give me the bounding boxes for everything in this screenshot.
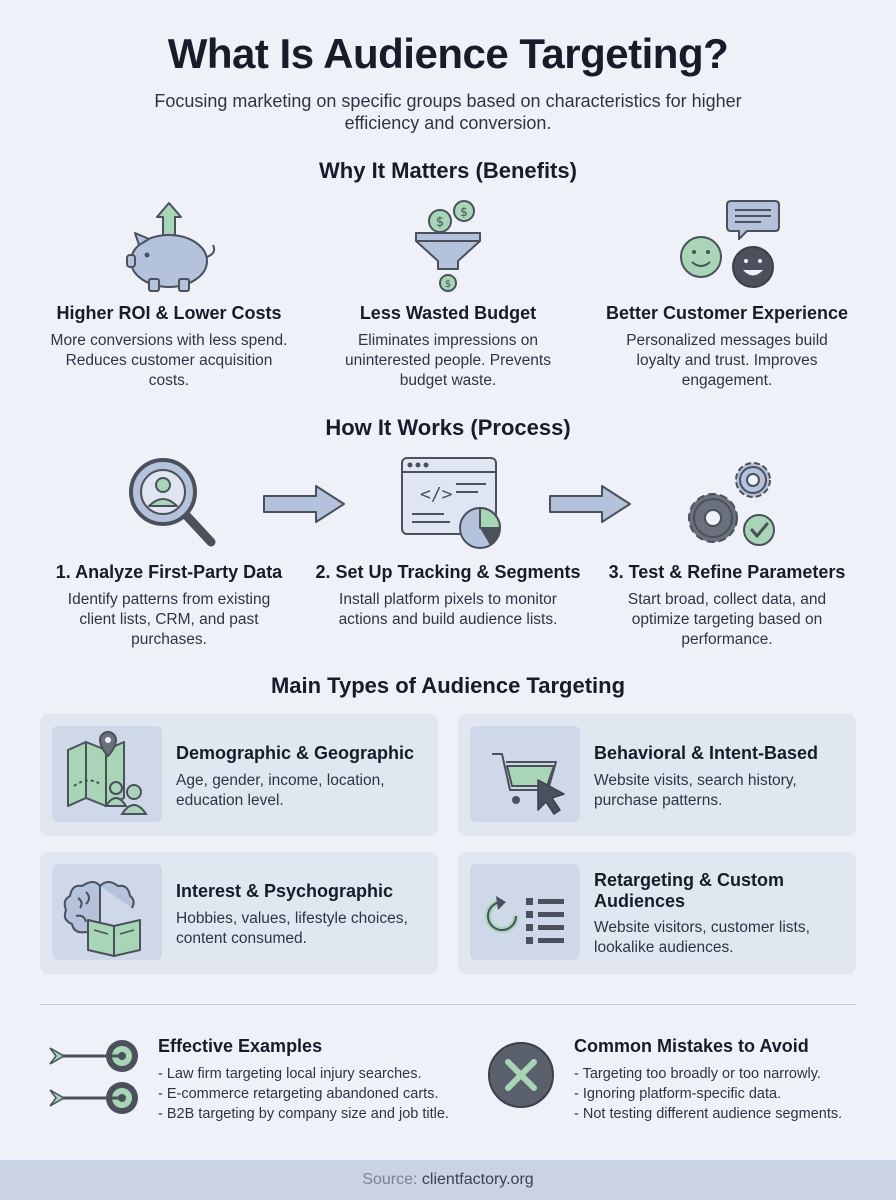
type-card-desc: Website visitors, customer lists, lookal… <box>594 919 810 956</box>
benefit-title: Higher ROI & Lower Costs <box>56 303 282 323</box>
close-circle-icon <box>486 1040 556 1110</box>
arrow-right-icon <box>262 484 346 524</box>
process-heading: How It Works (Process) <box>325 415 571 440</box>
type-card: Demographic & Geographic Age, gender, in… <box>40 714 438 836</box>
process-step-desc: Install platform pixels to monitor actio… <box>338 591 558 628</box>
piggy-bank-icon <box>99 195 239 295</box>
list-item: - B2B targeting by company size and job … <box>158 1106 449 1122</box>
footer-bar: Source: clientfactory.org <box>0 1160 896 1200</box>
svg-text:$: $ <box>445 279 451 290</box>
mistakes-title: Common Mistakes to Avoid <box>574 1036 809 1056</box>
refresh-list-icon <box>470 864 580 960</box>
code-window-chart-icon: </> <box>378 452 518 552</box>
process-step-desc: Identify patterns from existing client l… <box>67 591 271 648</box>
benefits-heading: Why It Matters (Benefits) <box>319 158 577 183</box>
benefit-desc: Eliminates impressions on uninterested p… <box>345 332 551 389</box>
process-step-title: 2. Set Up Tracking & Segments <box>315 562 581 582</box>
type-card-desc: Hobbies, values, lifestyle choices, cont… <box>176 910 408 947</box>
source-link[interactable]: clientfactory.org <box>421 1171 534 1188</box>
page-title: What Is Audience Targeting? <box>167 30 729 77</box>
benefit-desc: Personalized messages build loyalty and … <box>626 332 828 389</box>
arrow-right-icon <box>548 484 632 524</box>
svg-text:$: $ <box>460 205 468 219</box>
svg-text:$: $ <box>436 215 444 230</box>
examples-title: Effective Examples <box>158 1036 323 1056</box>
type-card-title: Behavioral & Intent-Based <box>594 743 819 763</box>
types-heading: Main Types of Audience Targeting <box>270 673 626 698</box>
svg-text:</>: </> <box>420 484 453 505</box>
gears-check-icon <box>657 452 797 552</box>
brain-book-icon <box>52 864 162 960</box>
list-item: - Targeting too broadly or too narrowly. <box>574 1066 821 1082</box>
type-card-title: Interest & Psychographic <box>176 881 394 901</box>
benefit-title: Less Wasted Budget <box>359 303 537 323</box>
effective-examples: Effective Examples - Law firm targeting … <box>44 1030 449 1130</box>
funnel-coins-icon: $ $ $ <box>378 195 518 295</box>
list-item: - Ignoring platform-specific data. <box>574 1086 782 1102</box>
process-step-title: 3. Test & Refine Parameters <box>608 562 846 582</box>
benefit-desc: More conversions with less spend. Reduce… <box>50 332 288 389</box>
process-step-desc: Start broad, collect data, and optimize … <box>627 591 827 648</box>
list-item: - E-commerce retargeting abandoned carts… <box>158 1086 439 1102</box>
type-card: Interest & Psychographic Hobbies, values… <box>40 852 438 974</box>
section-divider <box>40 1004 856 1005</box>
map-pin-people-icon <box>52 726 162 822</box>
source-label: Source: <box>362 1171 418 1188</box>
list-item: - Not testing different audience segment… <box>574 1106 843 1122</box>
type-card-desc: Age, gender, income, location, education… <box>176 772 385 809</box>
type-card: Behavioral & Intent-Based Website visits… <box>458 714 856 836</box>
type-card-title: Retargeting & Custom Audiences <box>594 870 785 911</box>
common-mistakes: Common Mistakes to Avoid - Targeting too… <box>484 1030 864 1130</box>
type-card-title: Demographic & Geographic <box>176 743 415 763</box>
target-arrows-icon <box>44 1036 144 1120</box>
magnifier-user-icon <box>99 452 239 552</box>
list-item: - Law firm targeting local injury search… <box>158 1066 422 1082</box>
cart-cursor-icon <box>470 726 580 822</box>
happy-faces-chat-icon <box>657 195 797 295</box>
type-card: Retargeting & Custom Audiences Website v… <box>458 852 856 974</box>
benefit-title: Better Customer Experience <box>605 303 849 323</box>
type-card-desc: Website visits, search history, purchase… <box>594 772 797 809</box>
page-subtitle: Focusing marketing on specific groups ba… <box>154 91 742 133</box>
process-step-title: 1. Analyze First-Party Data <box>55 562 283 582</box>
